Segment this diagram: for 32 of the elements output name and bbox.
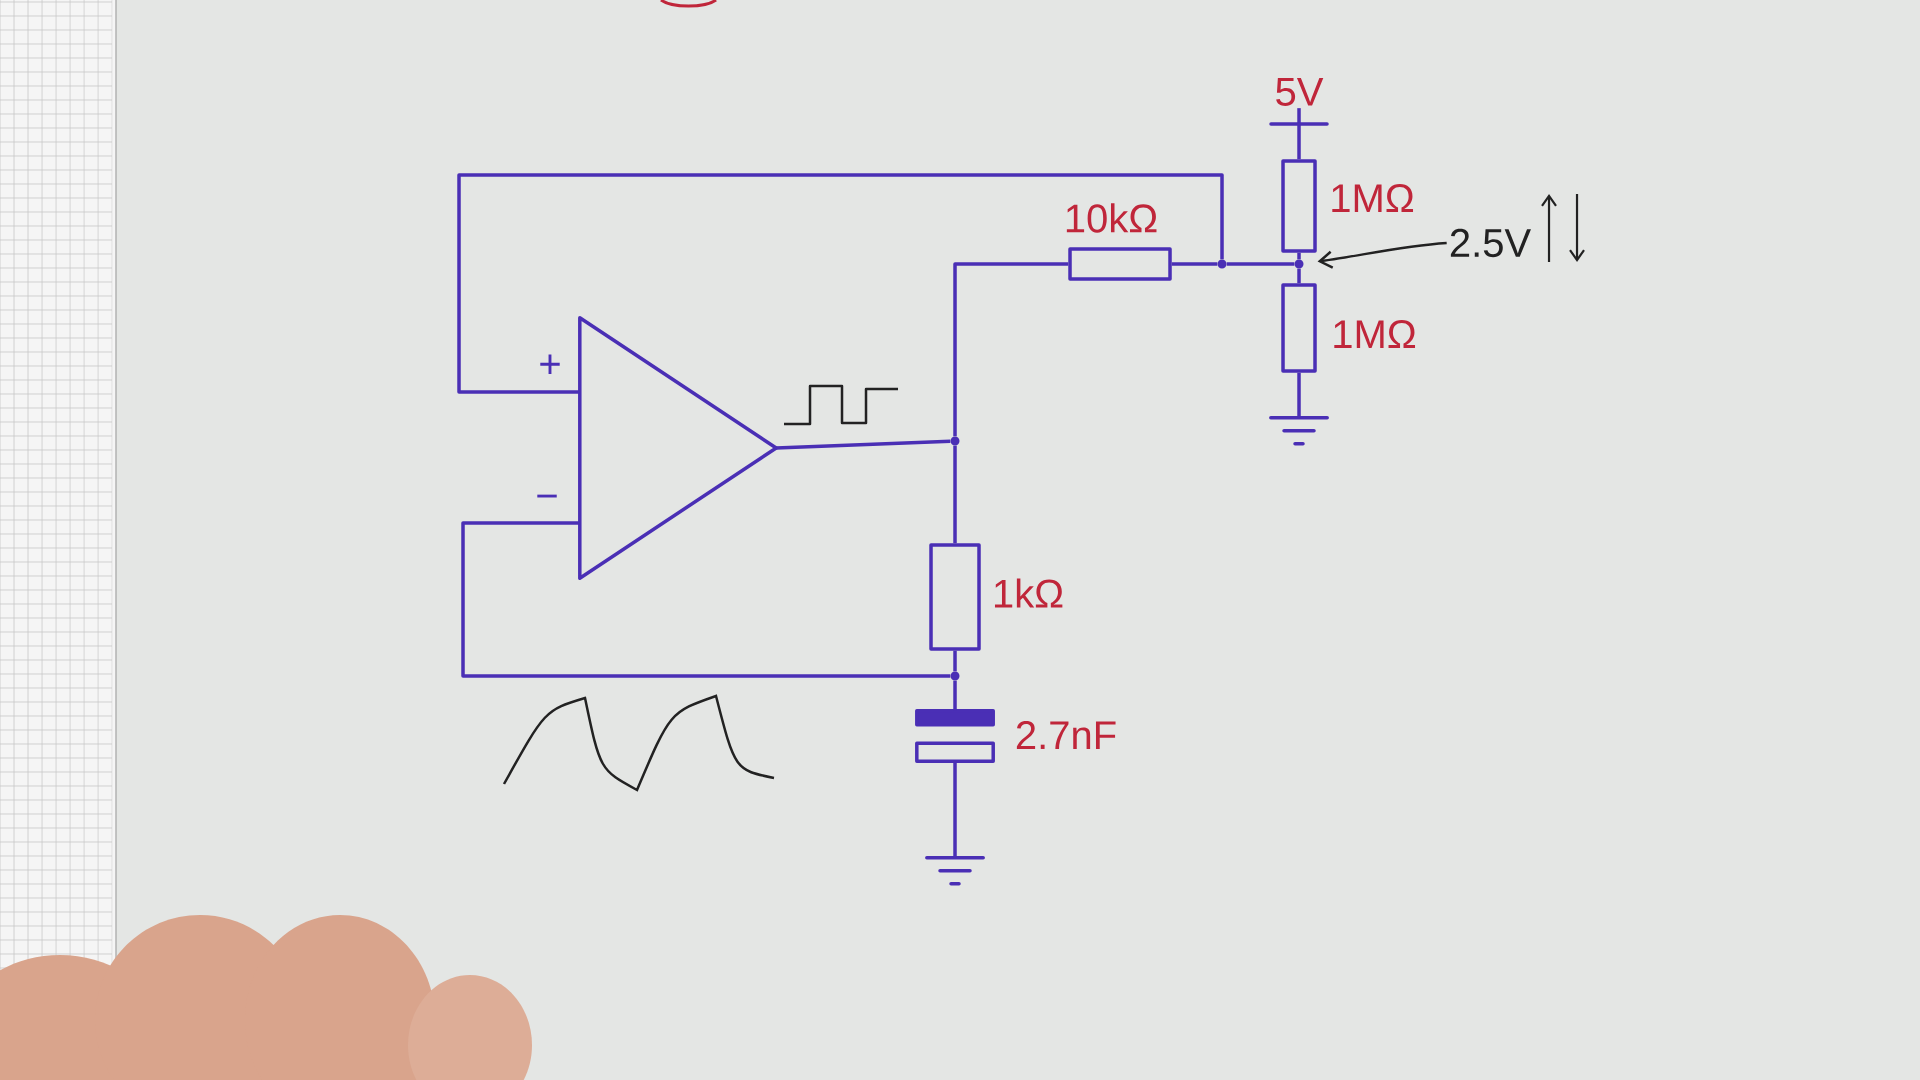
wire	[461, 521, 951, 678]
value-label: 1MΩ	[1334, 320, 1415, 348]
wire	[1297, 372, 1301, 418]
capacitor-symbol	[915, 709, 995, 763]
wire	[1226, 262, 1295, 266]
wire	[953, 680, 957, 711]
voltage-label: 2.5V	[1450, 228, 1531, 258]
ground-symbol	[1269, 416, 1329, 446]
value-label: 1MΩ	[1332, 184, 1413, 212]
ground-symbol	[925, 856, 985, 886]
wire	[1297, 108, 1301, 160]
wire	[1297, 252, 1301, 260]
wire	[1297, 268, 1301, 284]
resistor-symbol	[1068, 247, 1172, 281]
wire	[953, 650, 957, 672]
op-amp-triangle	[578, 316, 778, 580]
wire	[953, 761, 957, 858]
pin-sign: +	[540, 354, 560, 374]
wire	[776, 439, 951, 450]
value-label: 10kΩ	[1066, 203, 1157, 233]
wire	[953, 262, 1069, 437]
value-label: 2.7nF	[1016, 721, 1116, 749]
resistor-symbol	[1281, 159, 1317, 253]
wire	[457, 173, 1224, 394]
resistor-symbol	[1281, 283, 1317, 373]
resistor-symbol	[929, 543, 981, 651]
value-label: 1kΩ	[995, 578, 1063, 608]
value-label: 5V	[1276, 78, 1324, 106]
arrow	[1317, 241, 1447, 269]
pin-sign: −	[537, 494, 557, 498]
wire	[953, 445, 957, 544]
wire	[1171, 262, 1218, 266]
